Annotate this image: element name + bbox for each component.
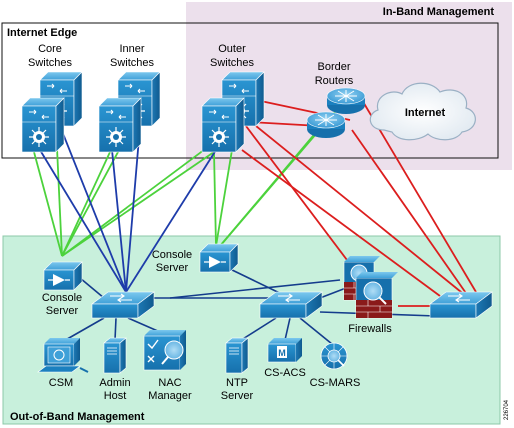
- link-blue-10: [39, 149, 127, 293]
- cs-acs-icon: M: [267, 338, 302, 363]
- link-navy-32: [284, 317, 291, 341]
- link-blue-13: [125, 125, 141, 293]
- csm-icon: [37, 338, 89, 373]
- border-routers-label-2: Routers: [315, 75, 354, 87]
- cs-acs-label: CS-ACS: [264, 367, 306, 379]
- nac-manager-label-2: Manager: [148, 390, 192, 402]
- internet-edge-zone: [1, 22, 499, 159]
- svg-text:M: M: [278, 348, 286, 358]
- inner-switches-label-1: Inner: [119, 43, 144, 55]
- internet-edge-title: Internet Edge: [7, 27, 77, 39]
- firewalls-icon: [343, 256, 398, 319]
- firewalls-label: Firewalls: [348, 323, 392, 335]
- admin-host-label-2: Host: [104, 390, 127, 402]
- link-navy-34: [169, 279, 341, 299]
- link-green-2: [61, 151, 111, 257]
- link-blue-14: [125, 149, 217, 293]
- console-server-left-label-1: Console: [42, 292, 82, 304]
- switch-front-icon: [21, 97, 65, 153]
- nac-manager-icon: [143, 330, 186, 371]
- oob-title: Out-of-Band Management: [10, 411, 145, 423]
- inner-switches: [98, 71, 161, 153]
- console-server-left-label-2: Server: [46, 305, 79, 317]
- link-navy-33: [299, 317, 333, 345]
- internet-label: Internet: [405, 107, 446, 119]
- link-navy-30: [127, 317, 161, 333]
- core-switches-label-2: Switches: [28, 57, 73, 69]
- nac-manager-label-1: NAC: [158, 377, 181, 389]
- link-red-15: [245, 125, 351, 265]
- cs-mars-icon: [320, 342, 348, 370]
- outer-switches-label-1: Outer: [218, 43, 246, 55]
- figure-id: 226704: [504, 399, 510, 420]
- border-router-1-icon: [326, 87, 366, 115]
- inner-switches-label-2: Switches: [110, 57, 155, 69]
- ntp-server-label-1: NTP: [226, 377, 248, 389]
- ntp-server-icon: [225, 337, 249, 374]
- console-server-top-label-1: Console: [152, 249, 192, 261]
- console-server-top-label-2: Server: [156, 262, 189, 274]
- link-red-21: [361, 99, 477, 293]
- link-blue-11: [59, 125, 127, 293]
- core-switches-label-1: Core: [38, 43, 62, 55]
- border-routers-label-1: Border: [317, 61, 350, 73]
- console-server-top-icon: [199, 243, 239, 273]
- link-red-17: [241, 149, 441, 297]
- ntp-server-label-2: Server: [221, 390, 254, 402]
- link-green-4: [61, 151, 215, 257]
- admin-host-label-1: Admin: [99, 377, 130, 389]
- switch-front-icon: [98, 97, 142, 153]
- link-red-16: [255, 125, 467, 297]
- oob-zone: [2, 235, 501, 425]
- link-green-6: [213, 151, 217, 247]
- border-router-2-icon: [306, 111, 346, 139]
- console-server-left-icon: [43, 261, 83, 291]
- inband-title: In-Band Management: [383, 6, 495, 18]
- core-switches: [21, 71, 83, 153]
- internet-cloud-icon: [369, 82, 476, 141]
- admin-host-icon: [103, 337, 127, 374]
- link-navy-24: [319, 287, 347, 299]
- link-green-0: [33, 151, 63, 257]
- csm-label: CSM: [49, 377, 73, 389]
- link-navy-27: [79, 277, 105, 299]
- outer-switches-label-2: Switches: [210, 57, 255, 69]
- cs-mars-label: CS-MARS: [310, 377, 361, 389]
- link-blue-12: [111, 149, 127, 293]
- link-red-20: [351, 129, 469, 297]
- link-navy-29: [114, 317, 117, 341]
- switch-front-icon: [201, 97, 245, 153]
